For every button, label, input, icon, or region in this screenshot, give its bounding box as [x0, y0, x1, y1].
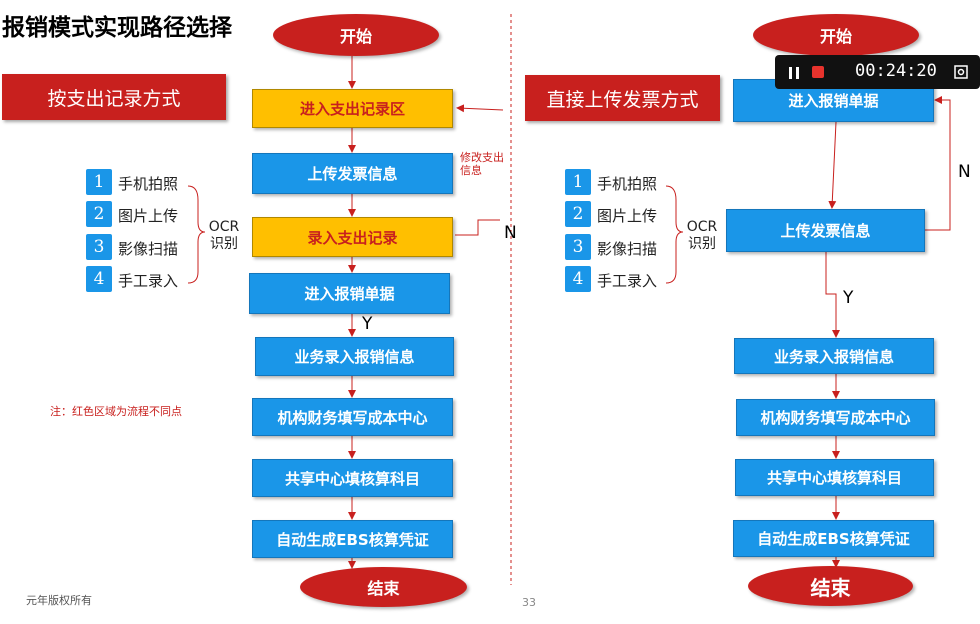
left-method-label-2: 图片上传 [118, 207, 179, 225]
right-method-number-3: 3 [565, 234, 591, 260]
right-step-ebs-voucher: 自动生成EBS核算凭证 [733, 520, 934, 557]
recording-timer: 00:24:20 [855, 61, 937, 81]
left-step-accounting-subject: 共享中心填核算科目 [252, 459, 453, 497]
page-number: 33 [522, 596, 536, 609]
left-note: 注：红色区域为流程不同点 [50, 405, 182, 418]
left-start-node: 开始 [273, 14, 439, 56]
left-method-label-4: 手工录入 [118, 272, 179, 290]
left-method-number-2: 2 [86, 201, 112, 227]
left-step-enter-reimbursement: 进入报销单据 [249, 273, 450, 314]
right-method-label-3: 影像扫描 [597, 240, 658, 258]
right-method-label-1: 手机拍照 [597, 175, 658, 193]
right-n-label: N [958, 162, 971, 182]
left-step-enter-expense: 进入支出记录区 [252, 89, 453, 128]
left-step-record-expense: 录入支出记录 [252, 217, 453, 257]
left-step-cost-center: 机构财务填写成本中心 [252, 398, 453, 436]
right-method-label-2: 图片上传 [597, 207, 658, 225]
left-step-business-entry: 业务录入报销信息 [255, 337, 454, 376]
left-ocr-label: OCR 识别 [208, 219, 240, 252]
left-modify-note: 修改支出信息 [460, 151, 504, 177]
right-step-cost-center: 机构财务填写成本中心 [736, 399, 935, 436]
right-mode-label: 直接上传发票方式 [525, 75, 720, 121]
right-y-label: Y [843, 288, 854, 308]
stop-icon[interactable] [812, 66, 824, 78]
right-step-accounting-subject: 共享中心填核算科目 [735, 459, 934, 496]
left-mode-label: 按支出记录方式 [2, 74, 226, 120]
page-title: 报销模式实现路径选择 [2, 15, 232, 41]
right-step-business-entry: 业务录入报销信息 [734, 338, 934, 374]
left-method-number-4: 4 [86, 266, 112, 292]
right-start-node: 开始 [753, 14, 919, 56]
right-step-upload-invoice: 上传发票信息 [726, 209, 925, 252]
left-method-number-1: 1 [86, 169, 112, 195]
footer-copyright: 元年版权所有 [26, 594, 92, 607]
left-method-label-3: 影像扫描 [118, 240, 179, 258]
left-y-label: Y [362, 314, 373, 334]
pause-icon[interactable] [787, 65, 801, 79]
left-end-node: 结束 [300, 567, 467, 607]
right-method-number-2: 2 [565, 201, 591, 227]
right-ocr-label: OCR 识别 [686, 219, 718, 252]
right-method-label-4: 手工录入 [597, 272, 658, 290]
left-n-label: N [504, 223, 517, 243]
right-end-node: 结束 [748, 566, 913, 606]
screen-recorder-toolbar: 00:24:20 [775, 55, 980, 89]
left-method-label-1: 手机拍照 [118, 175, 179, 193]
left-step-ebs-voucher: 自动生成EBS核算凭证 [252, 520, 453, 558]
right-method-number-4: 4 [565, 266, 591, 292]
left-method-number-3: 3 [86, 234, 112, 260]
right-method-number-1: 1 [565, 169, 591, 195]
camera-icon[interactable] [953, 64, 969, 80]
left-step-upload-invoice: 上传发票信息 [252, 153, 453, 194]
